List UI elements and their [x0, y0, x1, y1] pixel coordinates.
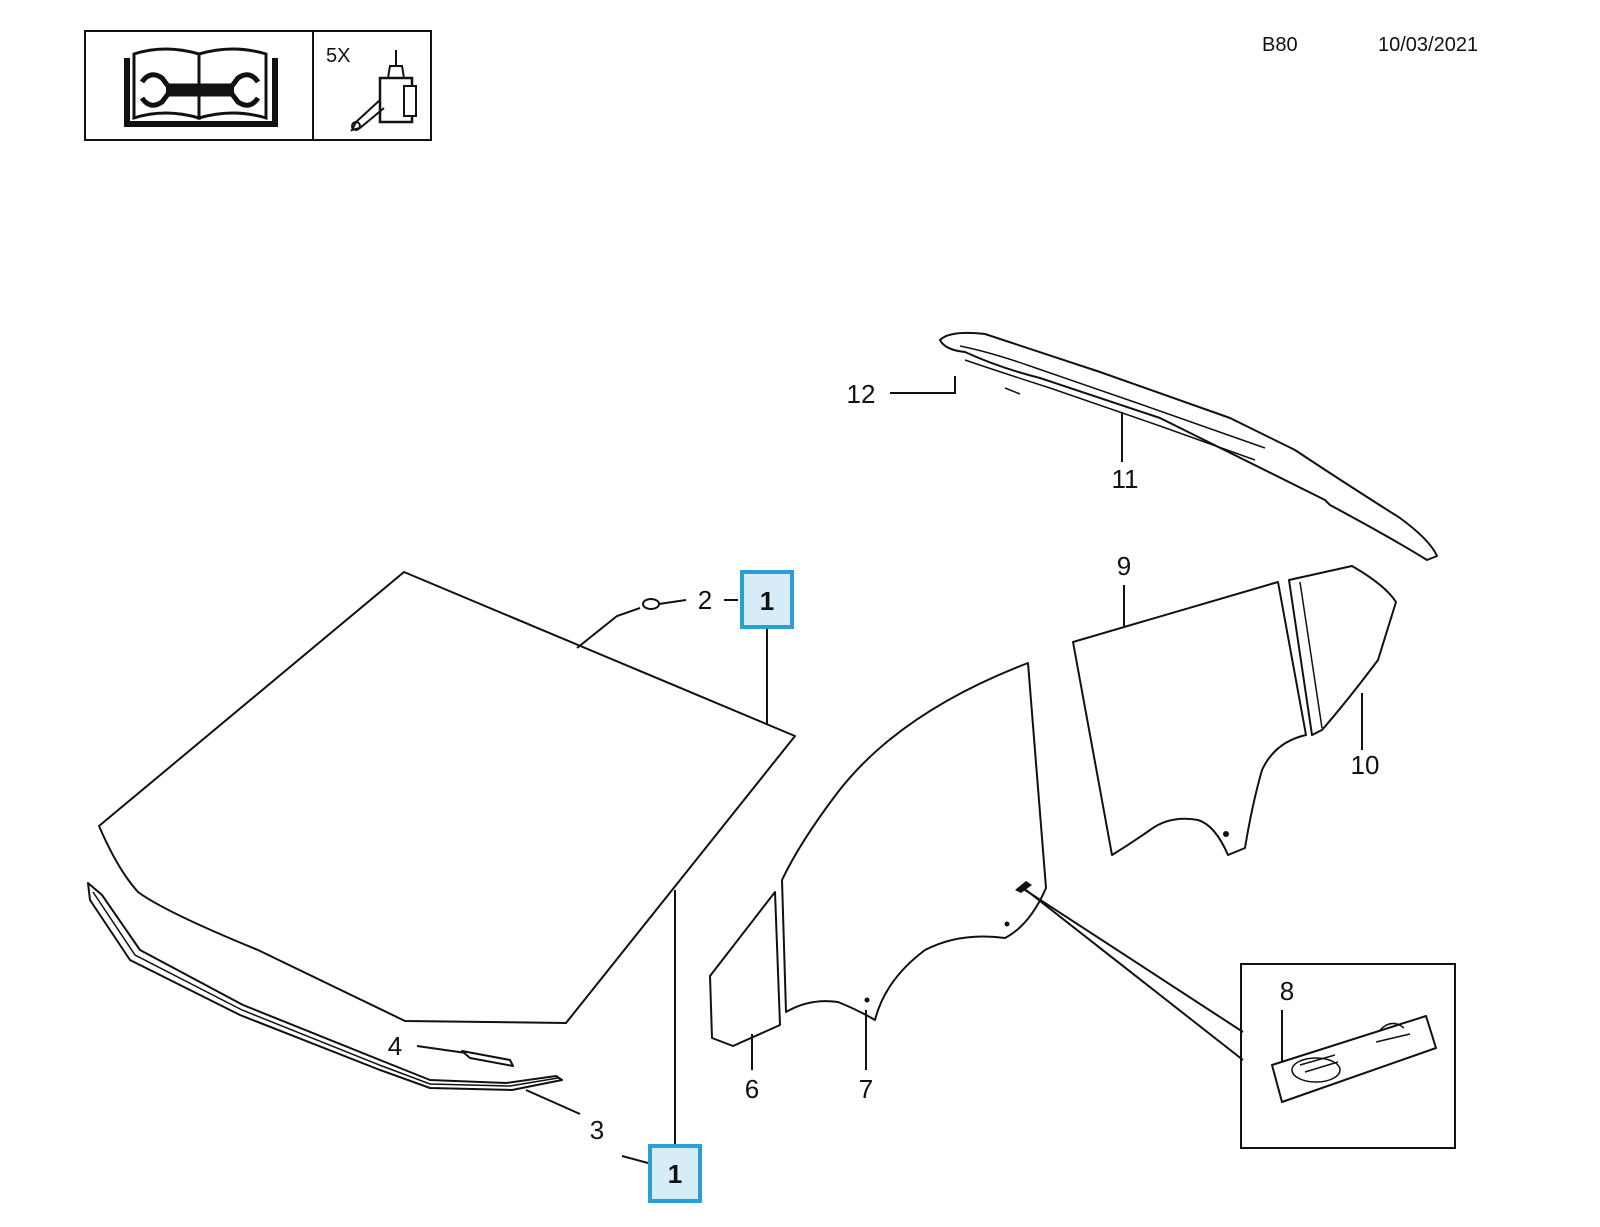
callout-3[interactable]: 3: [590, 1115, 604, 1145]
callout-1-top[interactable]: 1: [740, 570, 794, 629]
svg-text:1: 1: [760, 586, 774, 616]
callout-4[interactable]: 4: [388, 1031, 402, 1061]
windshield-lower-molding[interactable]: [87, 882, 563, 1091]
callout-6[interactable]: 6: [745, 1074, 759, 1104]
diagram-date: 10/03/2021: [1378, 34, 1478, 56]
rear-quarter-glass[interactable]: [1288, 565, 1397, 736]
callout-2[interactable]: 2: [698, 585, 712, 615]
quantity-label: 5X: [326, 45, 350, 67]
header-icon-box: 5X: [84, 30, 432, 141]
glass-identification-label[interactable]: [1271, 1015, 1437, 1103]
callout-12[interactable]: 12: [847, 379, 876, 409]
glass-label-inset: [1240, 963, 1456, 1149]
callout-8[interactable]: 8: [1280, 976, 1294, 1006]
rear-spoiler[interactable]: [939, 331, 1438, 561]
rear-door-glass[interactable]: [1072, 581, 1307, 856]
callout-10[interactable]: 10: [1351, 750, 1380, 780]
adhesive-cartridge-icon[interactable]: [350, 50, 417, 132]
repair-manual-icon[interactable]: [124, 47, 278, 127]
callout-9[interactable]: 9: [1117, 551, 1131, 581]
rain-sensor-pad[interactable]: [642, 598, 660, 610]
molding-clip[interactable]: [461, 1050, 514, 1067]
front-door-glass[interactable]: [781, 662, 1047, 1021]
callout-7[interactable]: 7: [859, 1074, 873, 1104]
callout-1-bottom[interactable]: 1: [648, 1144, 702, 1203]
svg-text:1: 1: [668, 1159, 682, 1189]
front-door-vent-glass[interactable]: [709, 891, 781, 1047]
callout-11[interactable]: 11: [1112, 464, 1139, 494]
windshield[interactable]: [98, 571, 796, 1024]
diagram-code: B80: [1262, 34, 1298, 56]
